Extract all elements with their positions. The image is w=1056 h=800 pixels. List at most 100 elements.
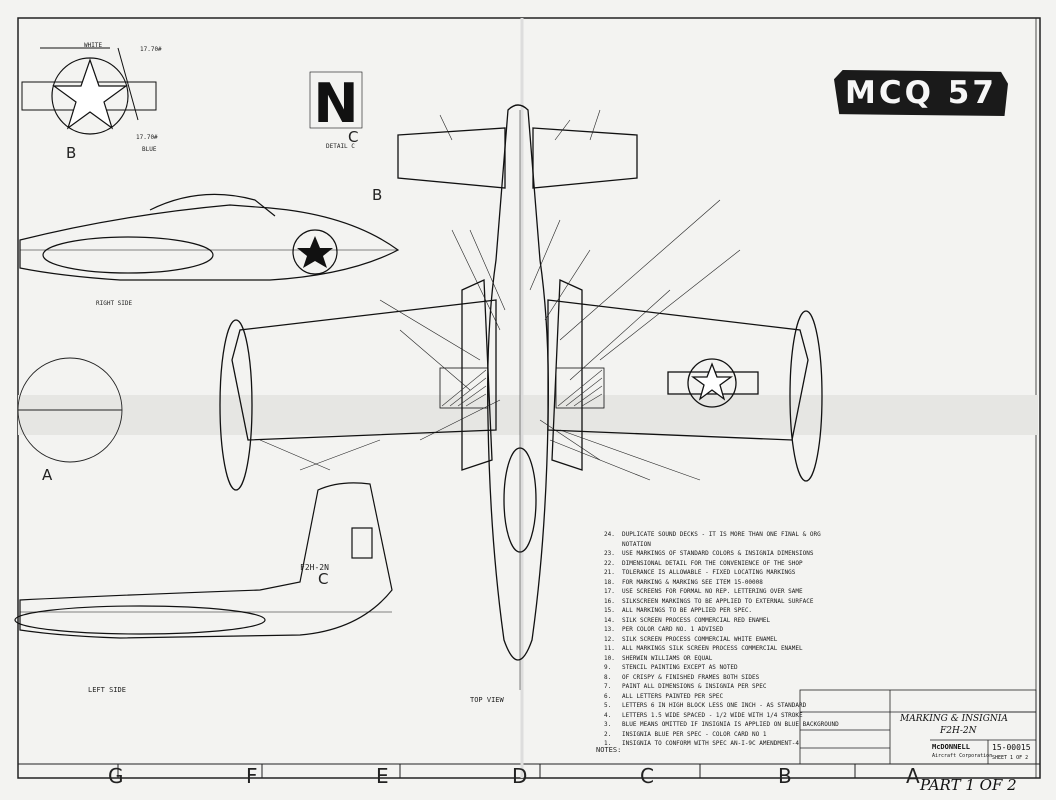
column-letter: C — [640, 764, 654, 788]
note-number: 15. — [604, 607, 615, 614]
notes-header: NOTES: — [596, 746, 622, 754]
stamp-text: MCQ 57 — [845, 75, 997, 111]
note-number: 16. — [604, 597, 615, 605]
note-number: 17. — [604, 588, 615, 595]
note-text: INSIGNIA TO CONFORM WITH SPEC AN-I-9C AM… — [622, 740, 800, 747]
note-number: 1. — [604, 740, 612, 747]
note-item: 22.DIMENSIONAL DETAIL FOR THE CONVENIENC… — [604, 559, 844, 569]
blue-label: BLUE — [142, 146, 157, 153]
note-number: 2. — [604, 730, 612, 738]
notes-block: 24. DUPLICATE SOUND DECKS - IT IS MORE TH… — [604, 530, 844, 749]
insignia-detail — [21, 47, 157, 135]
note-number: 10. — [604, 654, 615, 662]
note-number: 24. — [604, 531, 615, 538]
note-text: SILKSCREEN MARKINGS TO BE APPLIED TO EXT… — [622, 597, 814, 605]
drawing-stamp: MCQ 57 — [834, 70, 1008, 116]
note-item: 18.FOR MARKING & MARKING SEE ITEM 15-000… — [604, 578, 844, 588]
note-text: USE SCREENS FOR FORMAL NO REP. LETTERING… — [622, 588, 803, 595]
detail-c-marker-2: C — [318, 570, 329, 588]
note-text: SHERWIN WILLIAMS OR EQUAL — [622, 654, 713, 662]
column-letter: B — [778, 764, 792, 788]
note-number: 23. — [604, 550, 615, 557]
note-text: DUPLICATE SOUND DECKS - IT IS MORE THAN … — [622, 531, 821, 548]
note-text: PER COLOR CARD NO. 1 ADVISED — [622, 626, 724, 633]
right-side-label: RIGHT SIDE — [96, 300, 133, 307]
fold-crease — [18, 395, 1038, 435]
note-item: 6.ALL LETTERS PAINTED PER SPEC — [604, 692, 844, 702]
note-number: 8. — [604, 673, 612, 681]
note-text: USE MARKINGS OF STANDARD COLORS & INSIGN… — [622, 550, 814, 557]
detail-a-marker: A — [42, 466, 53, 484]
note-item: 3. BLUE MEANS OMITTED IF INSIGNIA IS APPL… — [604, 720, 844, 730]
note-item: 7.PAINT ALL DIMENSIONS & INSIGNIA PER SP… — [604, 682, 844, 692]
note-number: 4. — [604, 711, 612, 719]
note-number: 6. — [604, 692, 612, 700]
column-letter: D — [512, 764, 528, 788]
column-letter: G — [108, 764, 124, 788]
note-text: OF CRISPY & FINISHED FRAMES BOTH SIDES — [622, 673, 760, 681]
note-text: SILK SCREEN PROCESS COMMERCIAL WHITE ENA… — [622, 635, 778, 643]
drawing-number: 15-00015 — [992, 743, 1031, 752]
note-item: 10. SHERWIN WILLIAMS OR EQUAL — [604, 654, 844, 664]
note-item: 11.ALL MARKINGS SILK SCREEN PROCESS COMM… — [604, 644, 844, 654]
left-side-label: LEFT SIDE — [88, 686, 126, 694]
note-number: 9. — [604, 664, 612, 671]
note-number: 12. — [604, 635, 615, 643]
top-view-aircraft — [219, 104, 823, 690]
note-text: LETTERS 1.5 WIDE SPACED - 1/2 WIDE WITH … — [622, 711, 803, 719]
note-text: SILK SCREEN PROCESS COMMERCIAL RED ENAME… — [622, 616, 771, 624]
note-item: 5. LETTERS 6 IN HIGH BLOCK LESS ONE INCH … — [604, 701, 844, 711]
note-text: PAINT ALL DIMENSIONS & INSIGNIA PER SPEC — [622, 683, 767, 690]
note-item: 24. DUPLICATE SOUND DECKS - IT IS MORE TH… — [604, 530, 844, 549]
tail-code: F2H-2N — [300, 563, 329, 572]
note-number: 5. — [604, 702, 612, 709]
title-block-model: F2H-2N — [940, 726, 977, 736]
detail-a-circle — [17, 357, 123, 463]
note-item: 13. PER COLOR CARD NO. 1 ADVISED — [604, 625, 844, 635]
note-item: 1. INSIGNIA TO CONFORM WITH SPEC AN-I-9C … — [604, 739, 844, 749]
note-number: 13. — [604, 626, 615, 633]
title-block-company-sub: Aircraft Corporation — [932, 753, 993, 759]
note-number: 21. — [604, 569, 615, 576]
top-view-label: TOP VIEW — [470, 696, 504, 704]
note-item: 2. INSIGNIA BLUE PER SPEC - COLOR CARD NO… — [604, 730, 844, 740]
side-view-fuselage — [19, 193, 400, 281]
white-label: WHITE — [84, 42, 103, 49]
note-text: LETTERS 6 IN HIGH BLOCK LESS ONE INCH - … — [622, 702, 807, 709]
part-note: PART 1 OF 2 — [920, 776, 1017, 794]
note-item: 14. SILK SCREEN PROCESS COMMERCIAL RED EN… — [604, 616, 844, 626]
note-item: 12. SILK SCREEN PROCESS COMMERCIAL WHITE … — [604, 635, 844, 645]
note-text: TOLERANCE IS ALLOWABLE - FIXED LOCATING … — [622, 569, 796, 576]
note-number: 3. — [604, 721, 612, 728]
note-text: INSIGNIA BLUE PER SPEC - COLOR CARD NO 1 — [622, 730, 767, 738]
lower-side-view — [14, 482, 393, 639]
dim-bottom-label: 17.70# — [136, 134, 158, 141]
detail-c-letter: N — [309, 71, 363, 135]
note-text: DIMENSIONAL DETAIL FOR THE CONVENIENCE O… — [622, 559, 803, 567]
note-item: 17. USE SCREENS FOR FORMAL NO REP. LETTER… — [604, 587, 844, 597]
column-letter: E — [376, 764, 389, 788]
sheet-number: SHEET 1 OF 2 — [992, 755, 1029, 761]
detail-c-title: DETAIL C — [326, 143, 355, 150]
note-item: 21. TOLERANCE IS ALLOWABLE - FIXED LOCATI… — [604, 568, 844, 578]
detail-b-marker: B — [66, 144, 77, 162]
note-text: BLUE MEANS OMITTED IF INSIGNIA IS APPLIE… — [622, 721, 839, 728]
title-block — [799, 689, 1037, 765]
detail-letter-n: N — [313, 72, 358, 135]
note-item: 23. USE MARKINGS OF STANDARD COLORS & INS… — [604, 549, 844, 559]
column-letter: F — [246, 764, 258, 788]
note-item: 15.ALL MARKINGS TO BE APPLIED PER SPEC. — [604, 606, 844, 616]
title-block-title: MARKING & INSIGNIA — [900, 714, 1008, 724]
column-letter: A — [906, 764, 920, 788]
note-number: 14. — [604, 616, 615, 624]
leader-lines — [259, 109, 741, 481]
note-item: 4. LETTERS 1.5 WIDE SPACED - 1/2 WIDE WIT… — [604, 711, 844, 721]
note-text: FOR MARKING & MARKING SEE ITEM 15-00008 — [622, 578, 763, 586]
note-item: 8. OF CRISPY & FINISHED FRAMES BOTH SIDES — [604, 673, 844, 683]
detail-c-marker: C — [348, 128, 359, 146]
dim-top-label: 17.70# — [140, 46, 162, 53]
title-block-company: McDONNELL — [932, 743, 970, 751]
note-item: 9.STENCIL PAINTING EXCEPT AS NOTED — [604, 663, 844, 673]
note-number: 11. — [604, 645, 615, 652]
